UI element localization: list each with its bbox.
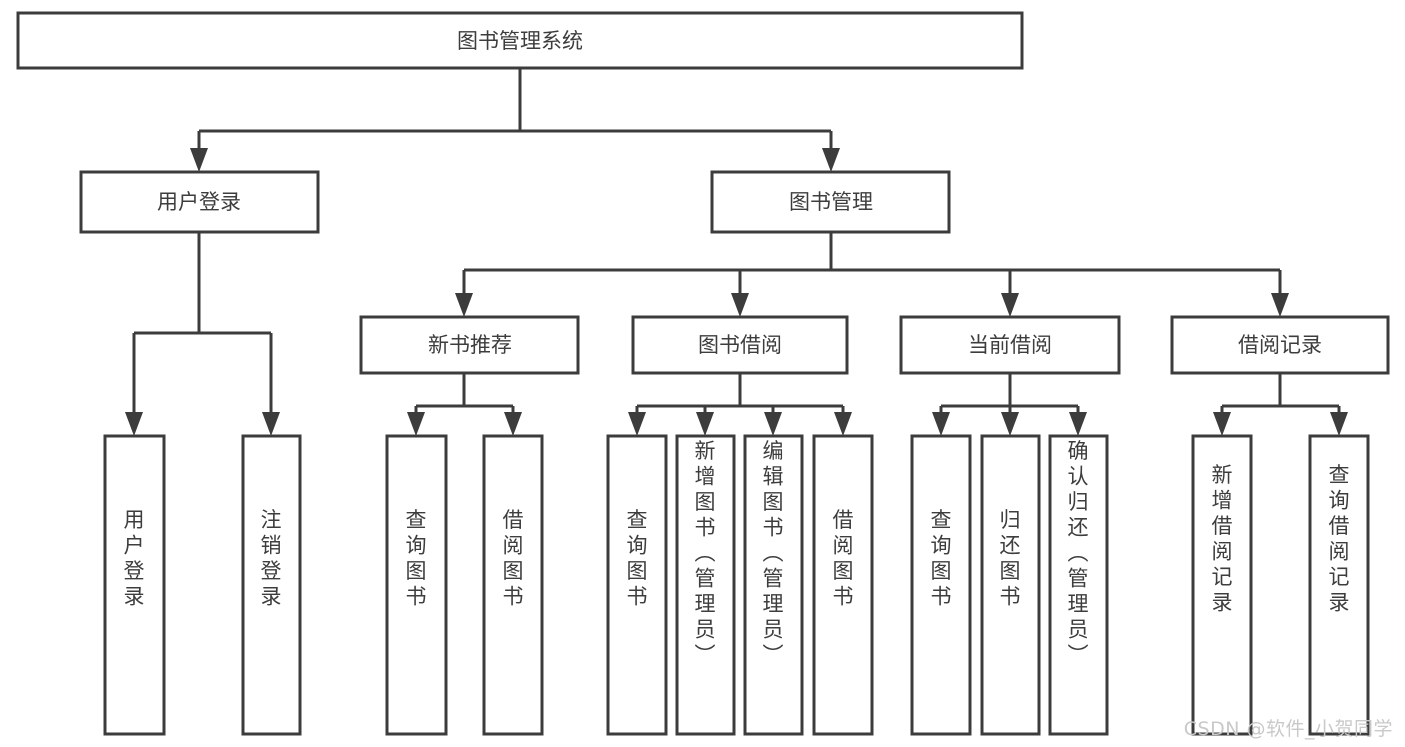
arrow-head-borrow-record — [1271, 293, 1289, 317]
node-user-login[interactable]: 用户登录 — [79, 170, 320, 234]
node-book-borrow[interactable]: 图书借阅 — [631, 315, 849, 375]
arrow-head-leaf-user-login — [125, 412, 143, 436]
arrow-head-user-login — [190, 148, 208, 172]
connector-group-current-borrow — [932, 373, 1087, 436]
leaf-node-query-record-label: 查询借阅记录 — [1329, 463, 1350, 615]
leaf-node-borrow-book-1[interactable]: 借阅图书 — [482, 434, 544, 736]
leaf-node-return-book-box[interactable] — [980, 434, 1041, 736]
arrow-head-leaf-edit-book — [764, 412, 782, 436]
node-borrow-record-box[interactable] — [1170, 315, 1390, 375]
node-root-box[interactable] — [16, 11, 1024, 70]
leaf-node-borrow-book-2[interactable]: 借阅图书 — [812, 434, 874, 736]
leaf-node-confirm-return[interactable]: 确认归还︵管理员︶ — [1048, 434, 1109, 736]
arrow-head-leaf-confirm-return — [1069, 412, 1087, 436]
leaf-node-add-record-label: 新增借阅记录 — [1212, 463, 1233, 615]
connector-group-new-book-rec — [407, 373, 522, 436]
node-root-label: 图书管理系统 — [457, 29, 583, 53]
node-book-manage[interactable]: 图书管理 — [710, 170, 951, 234]
node-new-book-rec[interactable]: 新书推荐 — [359, 315, 580, 375]
node-new-book-rec-label: 新书推荐 — [428, 333, 512, 357]
leaf-node-query-book-3[interactable]: 查询图书 — [910, 434, 972, 736]
leaf-node-query-book-1-box[interactable] — [385, 434, 448, 736]
leaf-node-user-login-label: 用户登录 — [124, 508, 145, 609]
leaf-node-add-book[interactable]: 新增图书︵管理员︶ — [675, 434, 736, 736]
arrow-head-leaf-borrow-book-2 — [834, 412, 852, 436]
leaf-node-edit-book-box[interactable] — [743, 434, 804, 736]
leaf-node-query-book-3-box[interactable] — [910, 434, 972, 736]
arrow-head-book-manage — [822, 148, 840, 172]
leaf-node-return-book[interactable]: 归还图书 — [980, 434, 1041, 736]
leaf-node-edit-book-label: 编辑图书︵管理员︶ — [763, 439, 784, 667]
leaf-node-user-login[interactable]: 用户登录 — [103, 434, 166, 736]
leaf-node-user-login-box[interactable] — [103, 434, 166, 736]
leaf-node-query-book-1-label: 查询图书 — [406, 508, 427, 609]
leaf-node-query-book-2-label: 查询图书 — [627, 508, 648, 609]
arrow-head-leaf-user-logout — [262, 412, 280, 436]
arrow-head-new-book-rec — [455, 293, 473, 317]
arrow-head-leaf-query-book-3 — [932, 412, 950, 436]
arrow-head-leaf-add-record — [1213, 412, 1231, 436]
csdn-watermark: CSDN @软件_小贺同学 — [1183, 718, 1393, 740]
connector-group-user-login — [125, 232, 280, 436]
leaf-node-query-book-3-label: 查询图书 — [931, 508, 952, 609]
leaf-node-borrow-book-1-box[interactable] — [482, 434, 544, 736]
node-root[interactable]: 图书管理系统 — [16, 11, 1024, 70]
node-current-borrow[interactable]: 当前借阅 — [899, 315, 1121, 375]
leaf-node-query-book-2-box[interactable] — [606, 434, 668, 736]
node-book-manage-box[interactable] — [710, 170, 951, 234]
arrow-head-leaf-query-book-2 — [628, 412, 646, 436]
node-book-manage-label: 图书管理 — [789, 190, 873, 214]
arrow-head-leaf-return-book — [1001, 412, 1019, 436]
arrow-head-leaf-borrow-book-1 — [504, 412, 522, 436]
node-book-borrow-label: 图书借阅 — [698, 333, 782, 357]
connector-group-root — [190, 68, 840, 172]
leaf-node-query-book-2[interactable]: 查询图书 — [606, 434, 668, 736]
leaf-node-borrow-book-1-label: 借阅图书 — [503, 508, 524, 609]
leaf-node-user-logout-label: 注销登录 — [261, 508, 282, 609]
arrow-head-leaf-query-record — [1330, 412, 1348, 436]
connector-group-book-manage — [455, 232, 1289, 317]
node-user-login-box[interactable] — [79, 170, 320, 234]
node-current-borrow-box[interactable] — [899, 315, 1121, 375]
leaf-node-confirm-return-box[interactable] — [1048, 434, 1109, 736]
leaf-node-user-logout-box[interactable] — [241, 434, 302, 736]
node-borrow-record-label: 借阅记录 — [1238, 333, 1322, 357]
leaf-node-return-book-label: 归还图书 — [1000, 508, 1021, 609]
connector-group-borrow-record — [1213, 373, 1348, 436]
node-borrow-record[interactable]: 借阅记录 — [1170, 315, 1390, 375]
node-book-borrow-box[interactable] — [631, 315, 849, 375]
leaf-node-add-book-label: 新增图书︵管理员︶ — [695, 439, 716, 667]
arrow-head-leaf-query-book-1 — [407, 412, 425, 436]
leaf-node-add-record-box[interactable] — [1191, 434, 1253, 736]
leaf-node-query-book-1[interactable]: 查询图书 — [385, 434, 448, 736]
leaf-node-borrow-book-2-label: 借阅图书 — [833, 508, 854, 609]
leaf-node-add-book-box[interactable] — [675, 434, 736, 736]
arrow-head-current-borrow — [1001, 293, 1019, 317]
leaf-node-borrow-book-2-box[interactable] — [812, 434, 874, 736]
leaf-node-edit-book[interactable]: 编辑图书︵管理员︶ — [743, 434, 804, 736]
leaf-node-user-logout[interactable]: 注销登录 — [241, 434, 302, 736]
leaf-node-query-record[interactable]: 查询借阅记录 — [1308, 434, 1370, 736]
connector-group-book-borrow — [628, 373, 852, 436]
node-new-book-rec-box[interactable] — [359, 315, 580, 375]
node-current-borrow-label: 当前借阅 — [968, 333, 1052, 357]
arrow-head-leaf-add-book — [696, 412, 714, 436]
arrow-head-book-borrow — [731, 293, 749, 317]
leaf-node-confirm-return-label: 确认归还︵管理员︶ — [1068, 439, 1089, 667]
leaf-node-add-record[interactable]: 新增借阅记录 — [1191, 434, 1253, 736]
node-user-login-label: 用户登录 — [157, 190, 241, 214]
leaf-node-query-record-box[interactable] — [1308, 434, 1370, 736]
